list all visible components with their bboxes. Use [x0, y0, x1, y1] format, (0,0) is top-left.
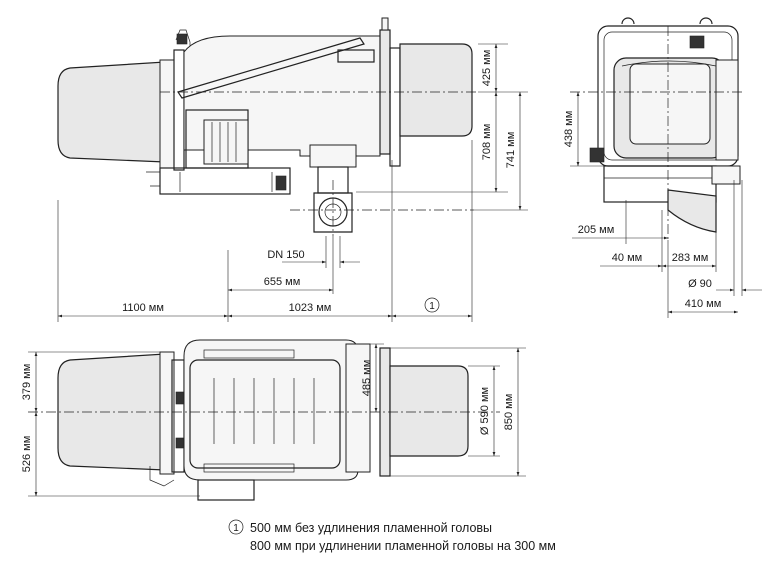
- footnote-number: 1: [233, 523, 239, 534]
- dim-1100: 1100 мм: [122, 302, 164, 314]
- top-blower-housing: [57, 353, 166, 471]
- base-frame: [159, 167, 291, 195]
- dim-379: 379 мм: [21, 364, 33, 401]
- flame-head: [399, 43, 473, 137]
- dim-741: 741 мм: [505, 132, 517, 169]
- valve-top: [176, 33, 188, 45]
- dim-205: 205 мм: [578, 224, 615, 236]
- sloped-strut: [177, 37, 365, 99]
- dim-526: 526 мм: [21, 436, 33, 473]
- dim-410: 410 мм: [685, 298, 722, 310]
- top-main-cover: [183, 339, 359, 481]
- lifting-eye-right: [699, 17, 713, 25]
- callout-number: 1: [429, 301, 435, 312]
- dim-850: 850 мм: [503, 394, 515, 431]
- footnote-line2: 800 мм при удлинении пламенной головы на…: [250, 539, 556, 553]
- pipe-bundle: [173, 49, 185, 171]
- front-gas-bend: [667, 189, 717, 233]
- label-plate: [337, 49, 375, 63]
- dim-dn150: DN 150: [267, 249, 304, 261]
- finned-box: [203, 119, 249, 165]
- top-view: [28, 339, 500, 501]
- dim-425: 425 мм: [481, 50, 493, 87]
- gas-valve-top: [309, 144, 357, 168]
- front-view-dimensions: 438 мм 205 мм 40 мм 283 мм Ø 90 410 мм: [563, 92, 762, 318]
- dim-708: 708 мм: [481, 124, 493, 161]
- top-view-dimensions: 379 мм 526 мм 485 мм Ø 590 мм 850 мм: [21, 343, 526, 497]
- footnote-line1: 500 мм без удлинения пламенной головы: [250, 521, 492, 535]
- footnote: 1 500 мм без удлинения пламенной головы …: [228, 519, 556, 553]
- lifting-eye-left: [621, 17, 635, 25]
- blower-housing: [57, 61, 166, 163]
- blower-flange: [159, 59, 175, 169]
- top-control-box: [197, 479, 255, 501]
- dim-283: 283 мм: [672, 252, 709, 264]
- dim-d90: Ø 90: [688, 278, 712, 290]
- dim-655: 655 мм: [264, 276, 301, 288]
- dim-40: 40 мм: [612, 252, 642, 264]
- front-view: [570, 17, 744, 240]
- side-view: [57, 17, 478, 236]
- dim-d590: Ø 590 мм: [479, 387, 491, 435]
- dim-438: 438 мм: [563, 111, 575, 148]
- dim-1023: 1023 мм: [289, 302, 332, 314]
- footnote-marker: [228, 519, 244, 535]
- ventilation-panel: [189, 359, 341, 469]
- dim-485: 485 мм: [361, 360, 373, 397]
- side-view-dimensions: 425 мм 708 мм 741 мм DN 150 655 мм 1100 …: [57, 43, 528, 322]
- flame-tube: [389, 47, 401, 167]
- top-flame-head: [389, 365, 469, 457]
- gas-flange: [313, 192, 353, 233]
- callout-circle: [424, 297, 440, 313]
- front-connector: [689, 35, 705, 49]
